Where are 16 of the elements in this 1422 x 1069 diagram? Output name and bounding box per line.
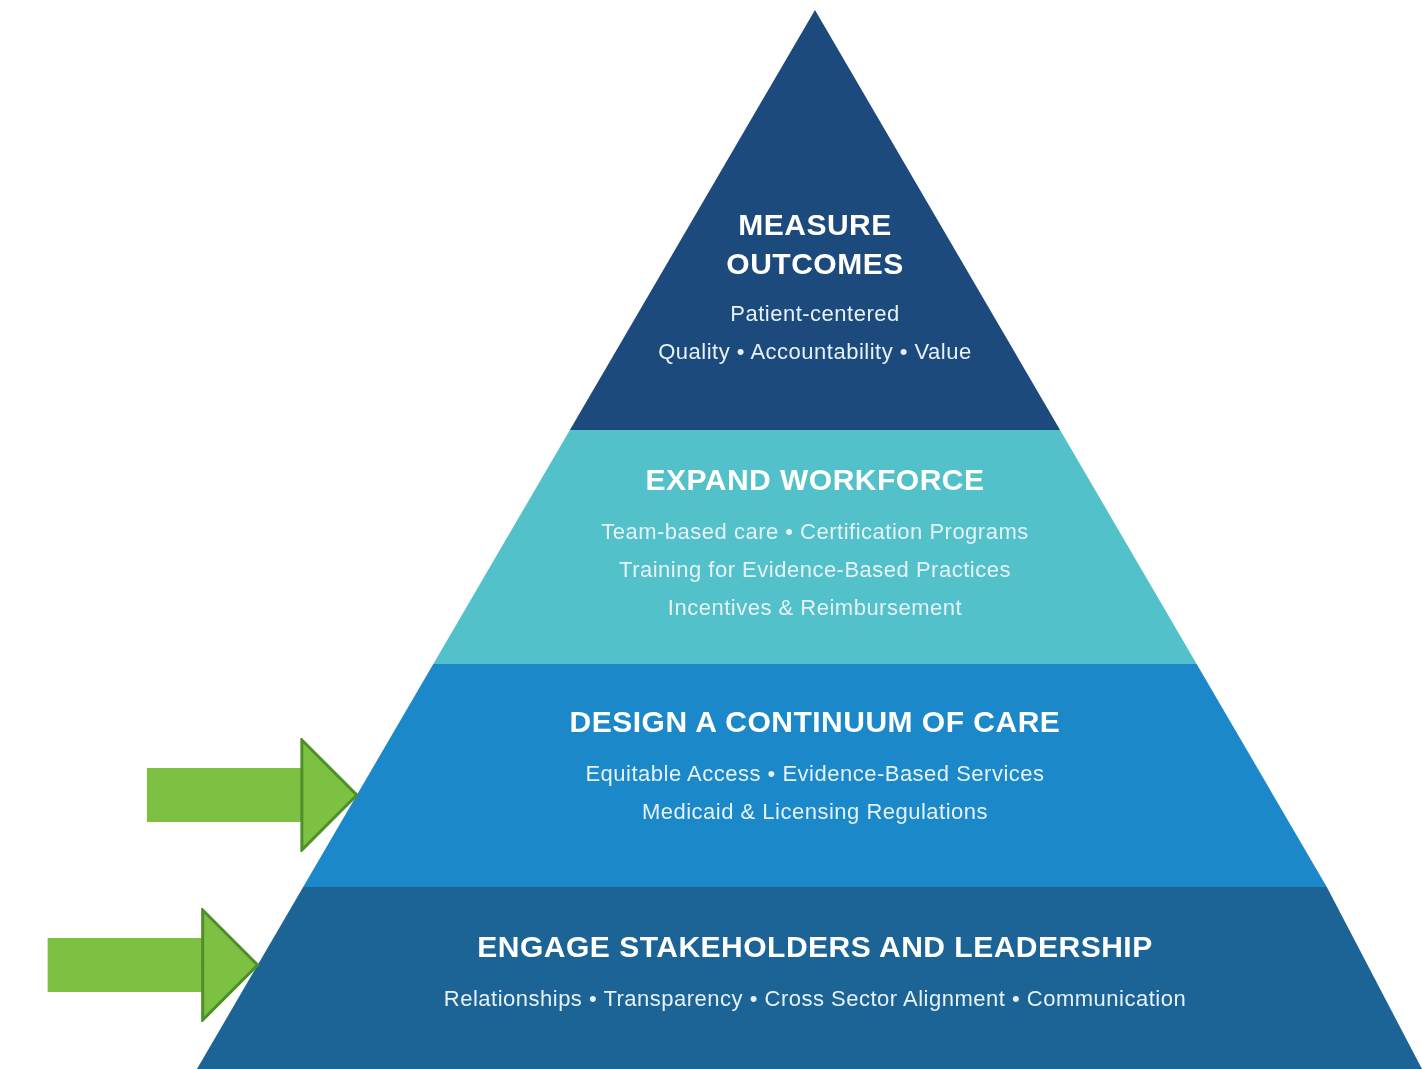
block-arrow [47,908,260,1022]
tier-heading: EXPAND WORKFORCE [645,462,985,498]
tier-description: Patient-centered [730,300,900,328]
tier-description: Team-based care • Certification Programs [601,518,1029,546]
tier-heading: DESIGN A CONTINUUM OF CARE [569,704,1061,740]
pyramid-tier [196,887,1422,1069]
pyramid-tier [303,664,1327,887]
tier-heading: ENGAGE STAKEHOLDERS AND LEADERSHIP [477,929,1153,965]
tier-heading: MEASURE OUTCOMES [725,207,905,282]
tier-description: Incentives & Reimbursement [667,594,963,622]
tier-description: Equitable Access • Evidence-Based Services [585,760,1045,788]
tier-description: Medicaid & Licensing Regulations [641,798,989,826]
tier-description: Training for Evidence-Based Practices [619,556,1011,584]
block-arrow [146,738,359,852]
tier-description: Relationships • Transparency • Cross Sector Alignment • Communication [443,985,1187,1013]
tier-description: Quality • Accountability • Value [658,338,972,366]
